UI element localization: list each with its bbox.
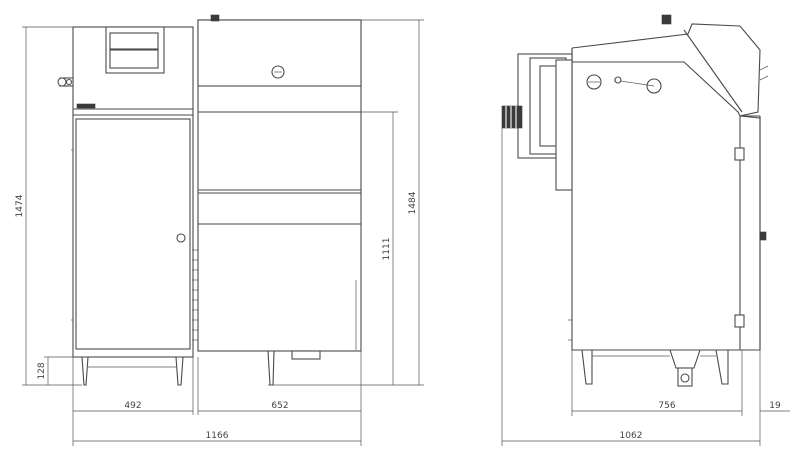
- burner-assembly: [501, 53, 573, 191]
- label-plate: [76, 103, 96, 109]
- flue-connector-icon: [57, 77, 74, 87]
- dim-height-inner: 1111: [382, 238, 392, 261]
- dim-height-feet: 128: [37, 362, 47, 379]
- storage-base: [291, 350, 321, 360]
- dim-height-left: 1474: [15, 194, 25, 217]
- boiler-module: [57, 26, 194, 386]
- boiler-door: [75, 118, 191, 350]
- dim-depth-body: 756: [658, 401, 675, 411]
- boiler-foot-left: [81, 356, 89, 386]
- dim-width-total: 1166: [206, 431, 229, 441]
- storage-foot: [267, 350, 275, 386]
- dim-depth-total: 1062: [620, 431, 643, 441]
- fan-motor-icon: [501, 105, 523, 129]
- ash-outlet: [669, 349, 701, 369]
- display-window: [109, 32, 159, 50]
- dim-depth-offset: 19: [769, 401, 781, 411]
- dim-height-right: 1484: [408, 191, 418, 214]
- dim-width-module: 492: [124, 401, 141, 411]
- side-dimension-lines: [501, 128, 790, 446]
- hinge-bottom-icon: [734, 314, 745, 328]
- front-dimension-lines: [22, 19, 424, 446]
- side-body: [571, 23, 761, 351]
- hinge-top-icon: [734, 147, 745, 161]
- dim-width-storage: 652: [271, 401, 288, 411]
- front-view: [22, 14, 424, 446]
- pellet-storage: [192, 14, 362, 386]
- side-foot-left: [581, 349, 593, 385]
- side-foot-right: [715, 349, 729, 385]
- boiler-foot-right: [175, 356, 184, 386]
- door-handle-icon: [176, 233, 186, 243]
- side-view: [501, 14, 790, 446]
